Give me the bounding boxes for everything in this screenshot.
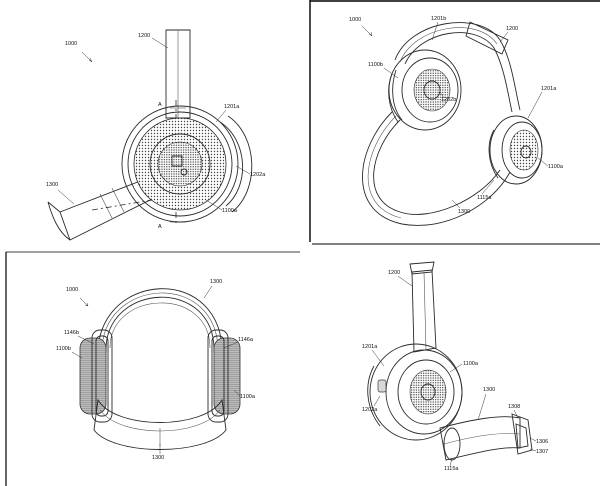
label-coupling: 1202a — [250, 172, 266, 178]
earcup-b — [79, 329, 113, 423]
label-arm: 1300 — [46, 182, 58, 188]
label-earcup-a: 1100a — [240, 394, 256, 400]
earcup — [121, 105, 253, 223]
label-hinge-b: 1146b — [64, 330, 79, 336]
section-label-bottom: A — [158, 224, 162, 230]
label-headband: 1300 — [210, 279, 222, 285]
label-hinge-a: 1146a — [238, 337, 254, 343]
earcup — [367, 343, 463, 441]
boom-tube — [165, 29, 191, 119]
label-visor: 1300 — [152, 455, 164, 461]
label-hinge: 1115a — [444, 466, 459, 472]
label-band-end-b: 1201b — [431, 16, 446, 22]
label-boom: 1200 — [138, 33, 150, 39]
label-band-end: 1201a — [362, 344, 378, 350]
label-tip-a: 1306 — [536, 439, 548, 445]
label-band-end-a: 1201a — [541, 86, 557, 92]
label-boom: 1200 — [506, 26, 518, 32]
label-earcup-b: 1100b — [368, 62, 383, 68]
label-arm: 1300 — [458, 209, 470, 215]
label-band-end: 1201a — [224, 104, 240, 110]
figure-rear-perspective-view: 1200 1201a 1100a 1202a 1300 1308 1115a 1… — [362, 261, 548, 472]
label-boom: 1200 — [388, 270, 400, 276]
earcup-a — [488, 115, 543, 185]
section-label-top: A — [158, 102, 162, 108]
earcup-a — [207, 329, 241, 423]
boom-tube — [409, 261, 437, 353]
label-coupling: 1202a — [362, 407, 378, 413]
label-earcup-b: 1100b — [56, 346, 71, 352]
label-assembly: 1000 — [65, 41, 77, 47]
figure-perspective-view: 1000 1201b 1200 1100b 1202b 1201a 1100a … — [349, 16, 564, 226]
label-earcup-a: 1100a — [548, 164, 564, 170]
headband — [394, 21, 521, 113]
label-assembly: 1000 — [349, 17, 361, 23]
label-tip-b: 1307 — [536, 449, 548, 455]
label-earcup: 1100a — [222, 208, 238, 214]
panel-borders — [5, 0, 600, 486]
visor-loop — [362, 111, 511, 226]
figure-side-view: A A 1000 1200 1201a — [46, 29, 266, 241]
earcup-b — [388, 49, 462, 131]
label-earcup: 1100a — [463, 361, 479, 367]
label-hinge: 1115a — [477, 195, 492, 201]
figure-front-view: 1000 1300 1146b 1100b 1146a 1100a 1300 — [56, 279, 256, 461]
arm-tube — [439, 413, 533, 461]
headband — [97, 288, 223, 361]
visor — [93, 398, 227, 450]
label-coupling-b: 1202b — [441, 97, 456, 103]
label-arm: 1300 — [483, 387, 495, 393]
label-assembly: 1000 — [66, 287, 78, 293]
label-arm-end: 1308 — [508, 404, 520, 410]
